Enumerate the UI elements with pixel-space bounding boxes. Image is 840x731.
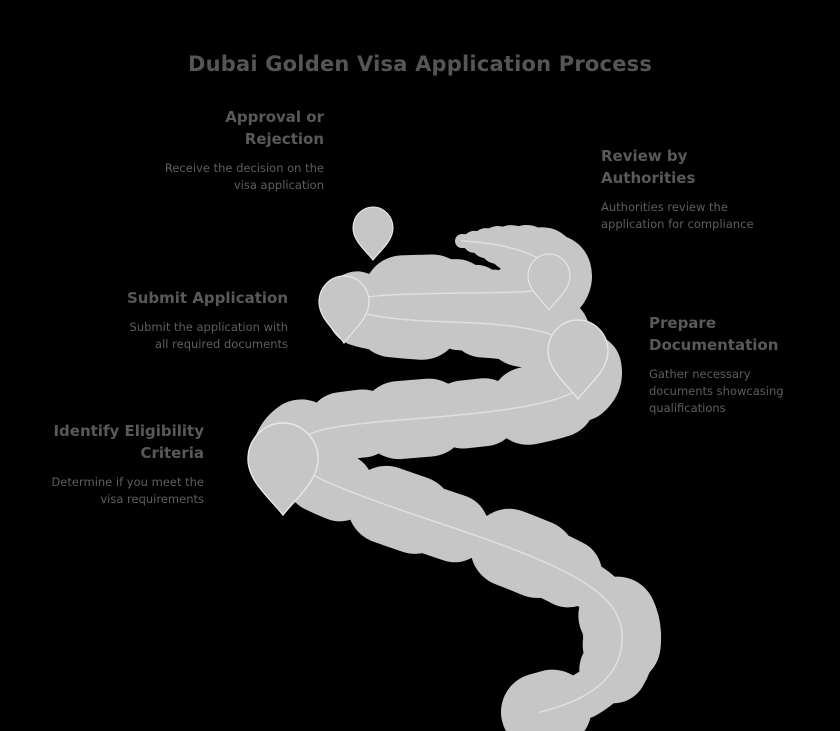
step-desc-line: application for compliance xyxy=(601,216,754,231)
map-pin-marker-prepare-documentation[interactable] xyxy=(547,319,609,401)
step-prepare-documentation: Prepare Documentation Gather necessary d… xyxy=(649,313,829,417)
step-desc-line: Receive the decision on the xyxy=(164,160,324,175)
step-title-line: Identify Eligibility xyxy=(53,422,204,440)
step-submit-application: Submit Application Submit the applicatio… xyxy=(86,288,288,353)
page-title: Dubai Golden Visa Application Process xyxy=(187,52,653,76)
step-description-prepare-documentation: Gather necessary documents showcasing qu… xyxy=(649,366,829,417)
step-title-line: Criteria xyxy=(140,443,204,462)
step-title-line: Submit Application xyxy=(126,289,288,307)
step-review-by-authorities: Review by Authorities Authorities review… xyxy=(601,146,821,233)
step-title-submit-application: Submit Application xyxy=(86,288,288,310)
step-desc-line: Determine if you meet the xyxy=(51,474,204,489)
step-desc-line: Gather necessary xyxy=(649,366,751,381)
map-pin-marker-approval-or-rejection[interactable] xyxy=(352,206,394,261)
step-title-line: Review by xyxy=(601,147,688,165)
step-desc-line: qualifications xyxy=(649,400,726,415)
step-title-approval-or-rejection: Approval or Rejection xyxy=(118,107,324,151)
step-title-line: Authorities xyxy=(601,168,696,187)
step-title-line: Approval or xyxy=(225,108,324,126)
step-description-review-by-authorities: Authorities review the application for c… xyxy=(601,199,821,233)
step-description-approval-or-rejection: Receive the decision on the visa applica… xyxy=(118,160,324,194)
map-pin-marker-submit-application[interactable] xyxy=(318,275,370,345)
step-desc-line: visa requirements xyxy=(100,491,204,506)
step-title-review-by-authorities: Review by Authorities xyxy=(601,146,821,190)
step-desc-line: all required documents xyxy=(155,336,288,351)
step-desc-line: Submit the application with xyxy=(129,319,288,334)
step-title-line: Rejection xyxy=(244,129,324,148)
step-description-identify-eligibility-criteria: Determine if you meet the visa requireme… xyxy=(20,474,204,508)
step-desc-line: documents showcasing xyxy=(649,383,784,398)
step-description-submit-application: Submit the application with all required… xyxy=(86,319,288,353)
step-approval-or-rejection: Approval or Rejection Receive the decisi… xyxy=(118,107,324,194)
step-desc-line: Authorities review the xyxy=(601,199,728,214)
map-pin-marker-review-by-authorities[interactable] xyxy=(527,253,571,311)
step-title-identify-eligibility-criteria: Identify Eligibility Criteria xyxy=(20,421,204,465)
step-identify-eligibility-criteria: Identify Eligibility Criteria Determine … xyxy=(20,421,204,508)
step-title-line: Prepare xyxy=(649,314,716,332)
step-title-line: Documentation xyxy=(649,335,779,354)
step-title-prepare-documentation: Prepare Documentation xyxy=(649,313,829,357)
step-desc-line: visa application xyxy=(233,177,324,192)
map-pin-marker-identify-eligibility-criteria[interactable] xyxy=(247,422,319,517)
